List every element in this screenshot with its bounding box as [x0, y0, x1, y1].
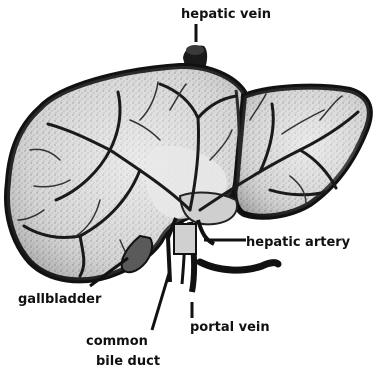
label-hepatic-vein: hepatic vein: [181, 7, 271, 22]
label-hepatic-artery: hepatic artery: [246, 235, 351, 250]
hilum-structures: [168, 218, 278, 292]
label-portal-vein: portal vein: [190, 320, 270, 335]
label-common-bile-duct-line1: common: [86, 334, 148, 349]
label-common-bile-duct-line2: bile duct: [96, 354, 160, 369]
pointer-common-bile-duct: [152, 270, 170, 330]
label-gallbladder: gallbladder: [18, 292, 102, 307]
